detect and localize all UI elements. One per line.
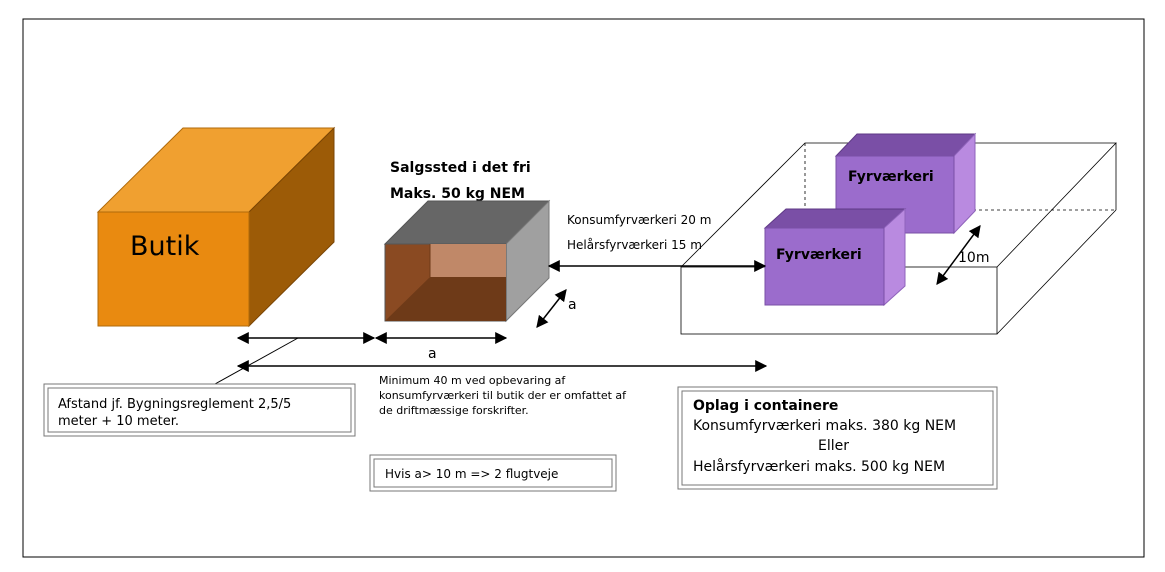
stand-depth-arrow [536,289,567,328]
minimum-line1: Minimum 40 m ved opbevaring af [379,374,566,387]
butik-front-face [97,211,250,327]
fyr-front-front [764,227,885,306]
fyr-front-top [763,208,907,229]
afstand-line2: meter + 10 meter. [58,414,179,429]
oplag-line2: Eller [818,438,849,454]
oplag-line1: Konsumfyrværkeri maks. 380 kg NEM [693,418,956,434]
minimum-line3: de driftmæssige forskrifter. [379,404,529,417]
helaars-distance-label: Helårsfyrværkeri 15 m [567,238,702,252]
salgssted-title-line2: Maks. 50 kg NEM [390,186,525,202]
afstand-line1: Afstand jf. Bygningsreglement 2,5/5 [58,397,291,412]
hvis-text: Hvis a> 10 m => 2 flugtveje [385,467,558,481]
minimum-line2: konsumfyrværkeri til butik der er omfatt… [379,389,627,402]
stand-depth-label: a [568,297,577,313]
stand-width-label: a [428,346,437,362]
fyr-back-top [834,133,977,157]
fyr-front-label: Fyrværkeri [776,247,862,263]
afstand-pointer [214,337,299,385]
container-bottom-right [996,209,1117,335]
stand-inner-floor [385,277,506,321]
butik-label: Butik [130,231,200,262]
fyrvaerkeri-box-front: Fyrværkeri [763,207,907,307]
fyr-back-label: Fyrværkeri [848,169,934,185]
oplag-note-box: Oplag i containere Konsumfyrværkeri maks… [677,386,998,490]
konsum-distance-label: Konsumfyrværkeri 20 m [567,213,711,227]
salgssted-title-line1: Salgssted i det fri [390,160,531,176]
salgssted-stand [383,199,551,323]
ten-m-arrow [936,225,981,285]
oplag-line3: Helårsfyrværkeri maks. 500 kg NEM [693,458,945,475]
stand-inner-back [430,244,506,277]
oplag-title: Oplag i containere [693,398,838,414]
butik-box: Butik [96,126,336,328]
afstand-note-box: Afstand jf. Bygningsreglement 2,5/5 mete… [43,383,356,437]
hvis-note-box: Hvis a> 10 m => 2 flugtveje [369,454,617,492]
ten-m-label: 10m [958,250,989,266]
